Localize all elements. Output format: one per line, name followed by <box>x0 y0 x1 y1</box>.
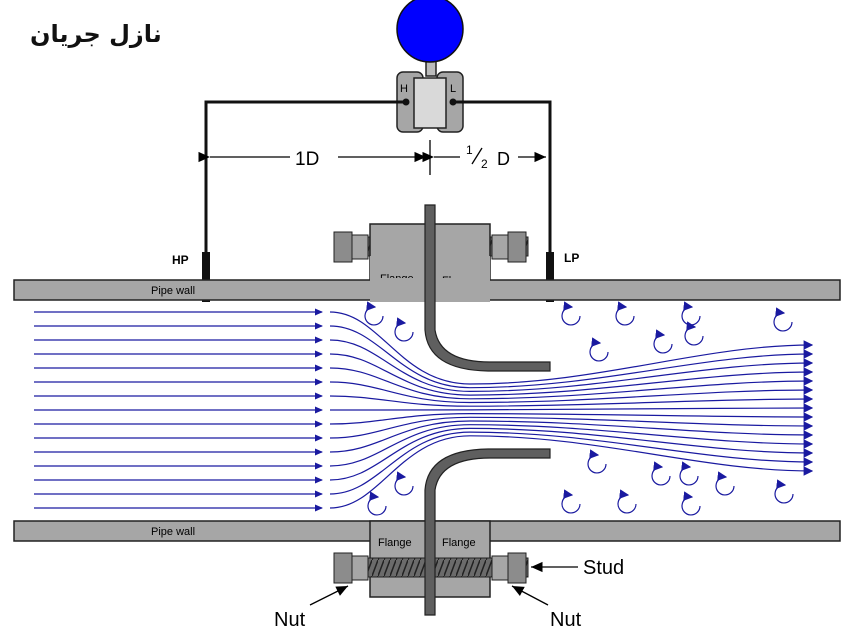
eddy-icon <box>653 329 673 354</box>
streamline-arrowhead <box>315 406 323 414</box>
streamline-arrowhead <box>315 490 323 498</box>
streamline <box>34 396 812 406</box>
fraction-denominator: 2 <box>481 157 488 171</box>
eddy-icon <box>561 489 581 514</box>
eddy-icon <box>589 337 609 362</box>
eddy-icon <box>615 301 635 326</box>
streamline-arrowhead <box>315 420 323 428</box>
bottom-left-flange-label: Flange <box>378 537 412 549</box>
eddy-icon <box>681 491 701 516</box>
high-pressure-label: HP <box>172 253 189 267</box>
eddy-icon <box>394 471 414 496</box>
right-nut-callout: Nut <box>550 609 582 629</box>
eddy-icon <box>617 489 637 514</box>
eddy-icon <box>367 491 387 516</box>
eddy-icon <box>681 301 701 326</box>
transmitter-ball-icon <box>396 0 464 63</box>
streamline <box>34 367 812 400</box>
eddy-icon <box>651 461 671 486</box>
streamline <box>34 431 812 495</box>
high-port-label: H <box>400 83 408 95</box>
eddy-icon <box>679 461 699 486</box>
streamline-arrowhead <box>315 448 323 456</box>
flow-nozzle <box>424 204 551 616</box>
streamline-arrowhead <box>315 476 323 484</box>
streamline <box>34 414 812 424</box>
streamline-arrowhead <box>315 378 323 386</box>
flow-streamlines <box>34 308 812 512</box>
eddy-icon <box>715 471 735 496</box>
callouts <box>309 561 578 606</box>
streamline-arrowhead <box>315 336 323 344</box>
streamline <box>34 424 812 467</box>
bottom-right-flange-label: Flange <box>442 537 476 549</box>
eddy-icon <box>394 317 414 342</box>
streamline <box>34 382 812 404</box>
streamline-arrowhead <box>315 434 323 442</box>
streamline-arrowhead <box>315 308 323 316</box>
streamline <box>34 420 812 453</box>
streamline-arrowhead <box>315 364 323 372</box>
eddy-icon <box>364 301 384 326</box>
low-pressure-label: LP <box>564 251 579 265</box>
streamline <box>34 339 812 393</box>
streamline <box>34 353 812 396</box>
streamline <box>34 311 812 385</box>
top-pipe-wall-label: Pipe wall <box>151 285 195 297</box>
low-port-label: L <box>450 83 456 95</box>
streamline-arrowhead <box>315 392 323 400</box>
low-pressure-tap <box>546 252 554 302</box>
streamline <box>34 417 812 439</box>
streamline-arrowhead <box>315 322 323 330</box>
eddy-icon <box>684 321 704 346</box>
impulse-lines <box>204 100 552 300</box>
page-title: نازل جریان <box>30 20 162 48</box>
dimension-lines <box>198 140 546 175</box>
eddy-icon <box>587 449 607 474</box>
streamline-arrowhead <box>315 350 323 358</box>
turbulent-eddies <box>364 301 794 516</box>
high-pressure-tap <box>202 252 210 302</box>
streamline-arrowhead <box>315 462 323 470</box>
eddy-icon <box>773 307 793 332</box>
fraction-numerator: 1 <box>466 143 473 157</box>
streamline <box>34 408 812 410</box>
upstream-distance: 1D <box>295 149 319 170</box>
stud-callout: Stud <box>583 557 624 579</box>
streamline <box>34 325 812 389</box>
bottom-pipe-wall-label: Pipe wall <box>151 526 195 538</box>
streamline-arrowhead <box>315 504 323 512</box>
streamline <box>34 427 812 481</box>
pressure-transmitter: H L <box>396 0 464 133</box>
streamline <box>34 435 812 509</box>
downstream-unit: D <box>497 149 510 169</box>
left-nut-callout: Nut <box>274 609 306 629</box>
eddy-icon <box>774 479 794 504</box>
eddy-icon <box>561 301 581 326</box>
